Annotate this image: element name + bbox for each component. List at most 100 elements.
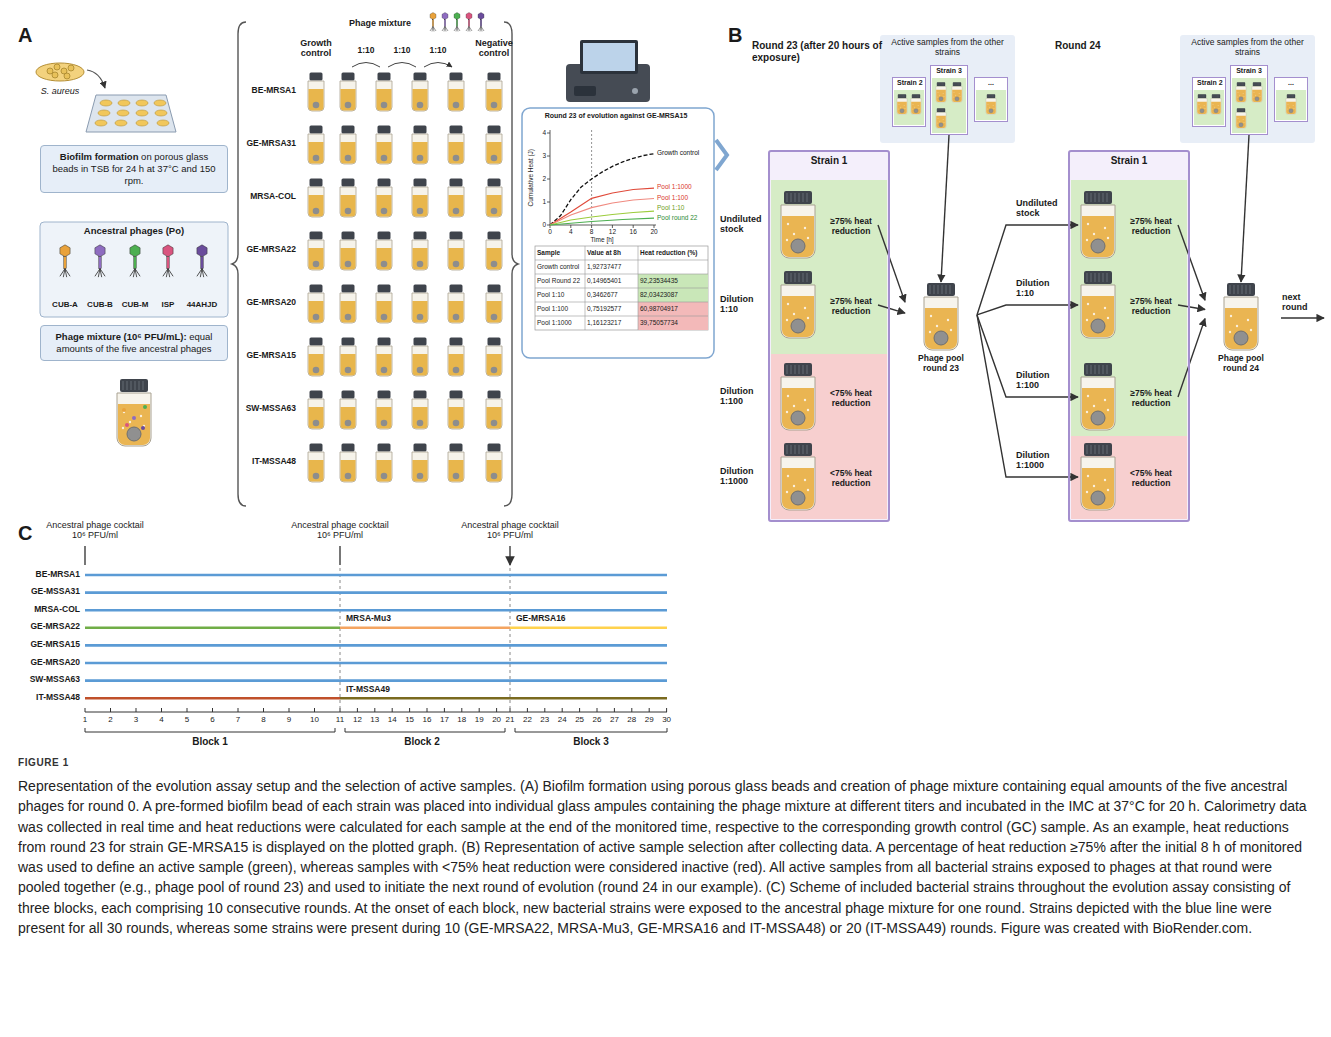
- series-label: Growth control: [657, 149, 711, 156]
- vial-icon: [1224, 283, 1258, 350]
- assay-grid: [454, 13, 460, 32]
- strain-name: GE-MRSA15: [236, 351, 296, 361]
- strain-box: Strain 3: [930, 65, 968, 135]
- culture-illustration: [154, 100, 166, 106]
- series-label: Pool 1:1000: [657, 183, 711, 190]
- round-tick: 12: [348, 715, 366, 724]
- round-tick: 4: [153, 715, 171, 724]
- strain-name: SW-MSSA63: [236, 404, 296, 414]
- strain-name: GE-MRSA22: [8, 622, 80, 632]
- assay-grid: [306, 72, 326, 496]
- sample-vial: ≥75% heat reduction: [1078, 362, 1178, 432]
- calorimetry-panel: [591, 130, 592, 225]
- sample-panel: Active samples from the other strainsStr…: [1180, 35, 1315, 143]
- node-text: Strain 1: [770, 152, 888, 167]
- round-tick: 6: [204, 715, 222, 724]
- dilution-label: 1:10: [422, 46, 454, 56]
- strain-box-round-24: [1068, 150, 1190, 522]
- round-tick: 26: [588, 715, 606, 724]
- node-text: Active samples from the other strains: [1180, 35, 1315, 61]
- round-tick: 10: [306, 715, 324, 724]
- assay-grid: [466, 13, 472, 32]
- dilution-row: Undiluted stock: [720, 214, 766, 235]
- active-sample-panel: [932, 78, 966, 133]
- ancestral-phage-panel: [130, 245, 140, 277]
- table-header: Value at 8h: [587, 249, 637, 256]
- round-tick: 15: [401, 715, 419, 724]
- strain-name: GE-MRSA20: [236, 298, 296, 308]
- round-tick: 27: [605, 715, 623, 724]
- process-box: Phage mixture (10⁶ PFU/mL):equal amounts…: [40, 325, 228, 361]
- flow-arrow: [941, 135, 949, 282]
- ancestral-phage-panel: [197, 245, 207, 277]
- phage-pool: Phage pool round 24: [1205, 282, 1277, 374]
- sample-vial: <75% heat reduction: [1078, 442, 1178, 512]
- flow-arrow: [1241, 135, 1249, 282]
- timeline: [340, 697, 667, 700]
- calorimeter-illustration: [632, 88, 638, 94]
- node-text: 44AHJD: [187, 300, 218, 309]
- round-tick: 24: [553, 715, 571, 724]
- timeline: [340, 568, 510, 708]
- node-text: Strain 2: [1193, 78, 1225, 90]
- node-text: ...: [975, 78, 1007, 90]
- block-label: Block 3: [561, 736, 621, 748]
- assay-grid: [478, 13, 484, 32]
- culture-illustration: [95, 100, 169, 126]
- strain-box-round-23: [768, 150, 890, 522]
- round-tick: 9: [280, 715, 298, 724]
- sample-vial: ≥75% heat reduction: [1078, 270, 1178, 340]
- round-tick: 17: [435, 715, 453, 724]
- vial-icon: [781, 191, 815, 258]
- vial-icon: [924, 283, 958, 350]
- round-tick: 22: [518, 715, 536, 724]
- calorimetry-panel: [547, 133, 654, 228]
- sample-vial: ≥75% heat reduction: [1078, 190, 1178, 260]
- culture-illustration: [136, 100, 148, 106]
- axis-tick: 3: [532, 152, 546, 159]
- timeline: [85, 728, 667, 732]
- active-sample-panel: [880, 35, 1015, 143]
- strain-box-round-24: [1071, 436, 1187, 519]
- node-text: ...: [1275, 78, 1307, 90]
- vial-icon: [781, 271, 815, 338]
- culture-illustration: [117, 110, 129, 116]
- table-cell: Growth control: [537, 263, 585, 270]
- table-cell: 0,3462677: [587, 291, 637, 298]
- strain-box: ...: [974, 77, 1008, 122]
- table-cell: Pool 1:10: [537, 291, 585, 298]
- culture-illustration: [98, 110, 110, 116]
- axis-tick: 0: [542, 228, 558, 235]
- vial-icon: [778, 270, 818, 340]
- table-cell: 0,14965401: [587, 277, 637, 284]
- flow-arrow: [977, 225, 1078, 315]
- calorimeter-illustration: [583, 43, 635, 71]
- round-tick: 18: [453, 715, 471, 724]
- node-text: Phage pool round 23: [905, 354, 977, 374]
- phage-mixture-vial: [141, 426, 145, 430]
- flow-arrow: [1178, 225, 1205, 300]
- round-tick: 28: [623, 715, 641, 724]
- flow-arrow: [977, 315, 1078, 397]
- axis-tick: 1: [532, 198, 546, 205]
- strain-box-round-23: [771, 354, 887, 519]
- phage-pool: Phage pool round 23: [905, 282, 977, 374]
- flow-arrow: [878, 225, 905, 302]
- round-tick: 5: [178, 715, 196, 724]
- table-cell: 0,75192577: [587, 305, 637, 312]
- strain-name: IT-MSSA48: [236, 457, 296, 467]
- axis-tick: 2: [532, 175, 546, 182]
- phage-mixture-vial: [132, 416, 136, 420]
- strain-box: Strain 1≥75% heat reduction≥75% heat red…: [1068, 150, 1190, 522]
- column-heading: Phage mixture: [338, 18, 422, 28]
- next-round-arrow: [1281, 317, 1324, 318]
- round-tick: 16: [418, 715, 436, 724]
- calorimetry-panel: [550, 188, 654, 225]
- vial-icon: [778, 362, 818, 432]
- round-tick: 14: [383, 715, 401, 724]
- node-text: ≥75% heat reduction: [824, 294, 878, 317]
- strain-name: GE-MSSA31: [8, 587, 80, 597]
- round-tick: 30: [658, 715, 676, 724]
- vial-icon: [921, 282, 961, 352]
- annotation: Ancestral phage cocktail 10⁶ PFU/ml: [288, 520, 392, 541]
